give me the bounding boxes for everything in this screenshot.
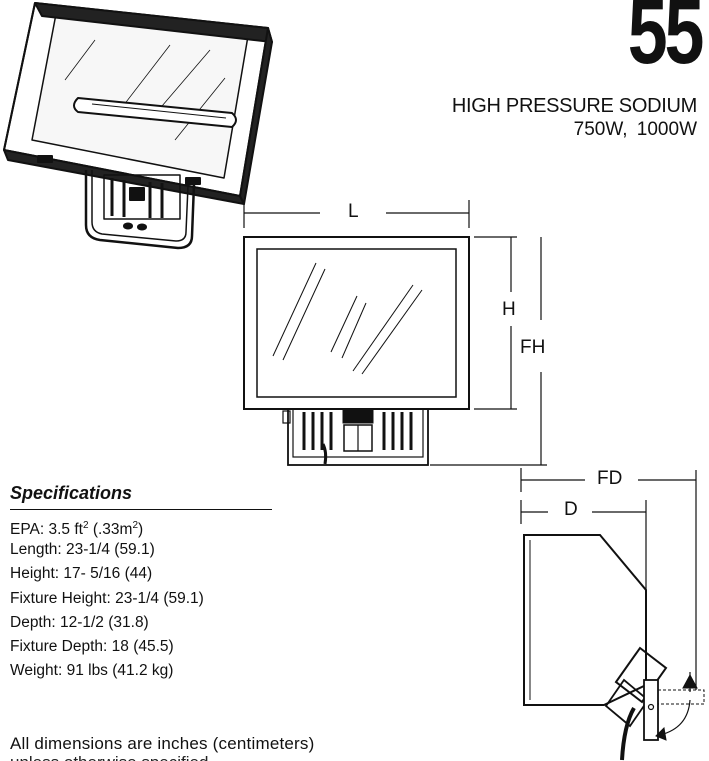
dimension-label-depth: D — [564, 499, 578, 520]
spec-item-fixture-height: Fixture Height: 23-1/4 (59.1) — [10, 589, 204, 607]
epa-close: ) — [138, 521, 144, 539]
epa-text: EPA: 3.5 ft — [10, 521, 83, 539]
side-view-drawing — [520, 468, 705, 761]
spec-item-height: Height: 17- 5/16 (44) — [10, 565, 153, 583]
spec-item-epa: EPA: 3.5 ft2 (.33m2) — [10, 514, 204, 538]
specifications-list: EPA: 3.5 ft2 (.33m2) Length: 23-1/4 (59.… — [10, 514, 204, 683]
spec-item-length: Length: 23-1/4 (59.1) — [10, 541, 155, 559]
dimension-label-fixture-depth: FD — [597, 468, 623, 489]
product-title: HIGH PRESSURE SODIUM — [451, 95, 697, 117]
dimensions-footnote-continued: unless otherwise specified. — [10, 753, 213, 761]
dimensions-footnote: All dimensions are inches (centimeters) — [10, 734, 315, 753]
spec-item-depth: Depth: 12-1/2 (31.8) — [10, 613, 149, 631]
spec-item-fixture-depth: Fixture Depth: 18 (45.5) — [10, 637, 174, 655]
specifications-heading: Specifications — [10, 483, 133, 503]
dimension-label-fixture-height: FH — [520, 337, 546, 358]
spec-item-weight: Weight: 91 lbs (41.2 kg) — [10, 662, 174, 680]
epa-metric: (.33m — [88, 521, 133, 539]
isometric-fixture-image — [3, 2, 273, 250]
dimension-label-length: L — [348, 201, 359, 222]
dimension-label-height: H — [502, 299, 516, 320]
product-wattage: 750W, 1000W — [573, 119, 697, 140]
front-view-drawing — [243, 200, 547, 466]
specifications-divider — [10, 509, 272, 510]
catalog-number: 55 — [627, 0, 704, 83]
epa-superscript: 2 — [82, 520, 89, 531]
epa-metric-superscript: 2 — [132, 520, 139, 531]
